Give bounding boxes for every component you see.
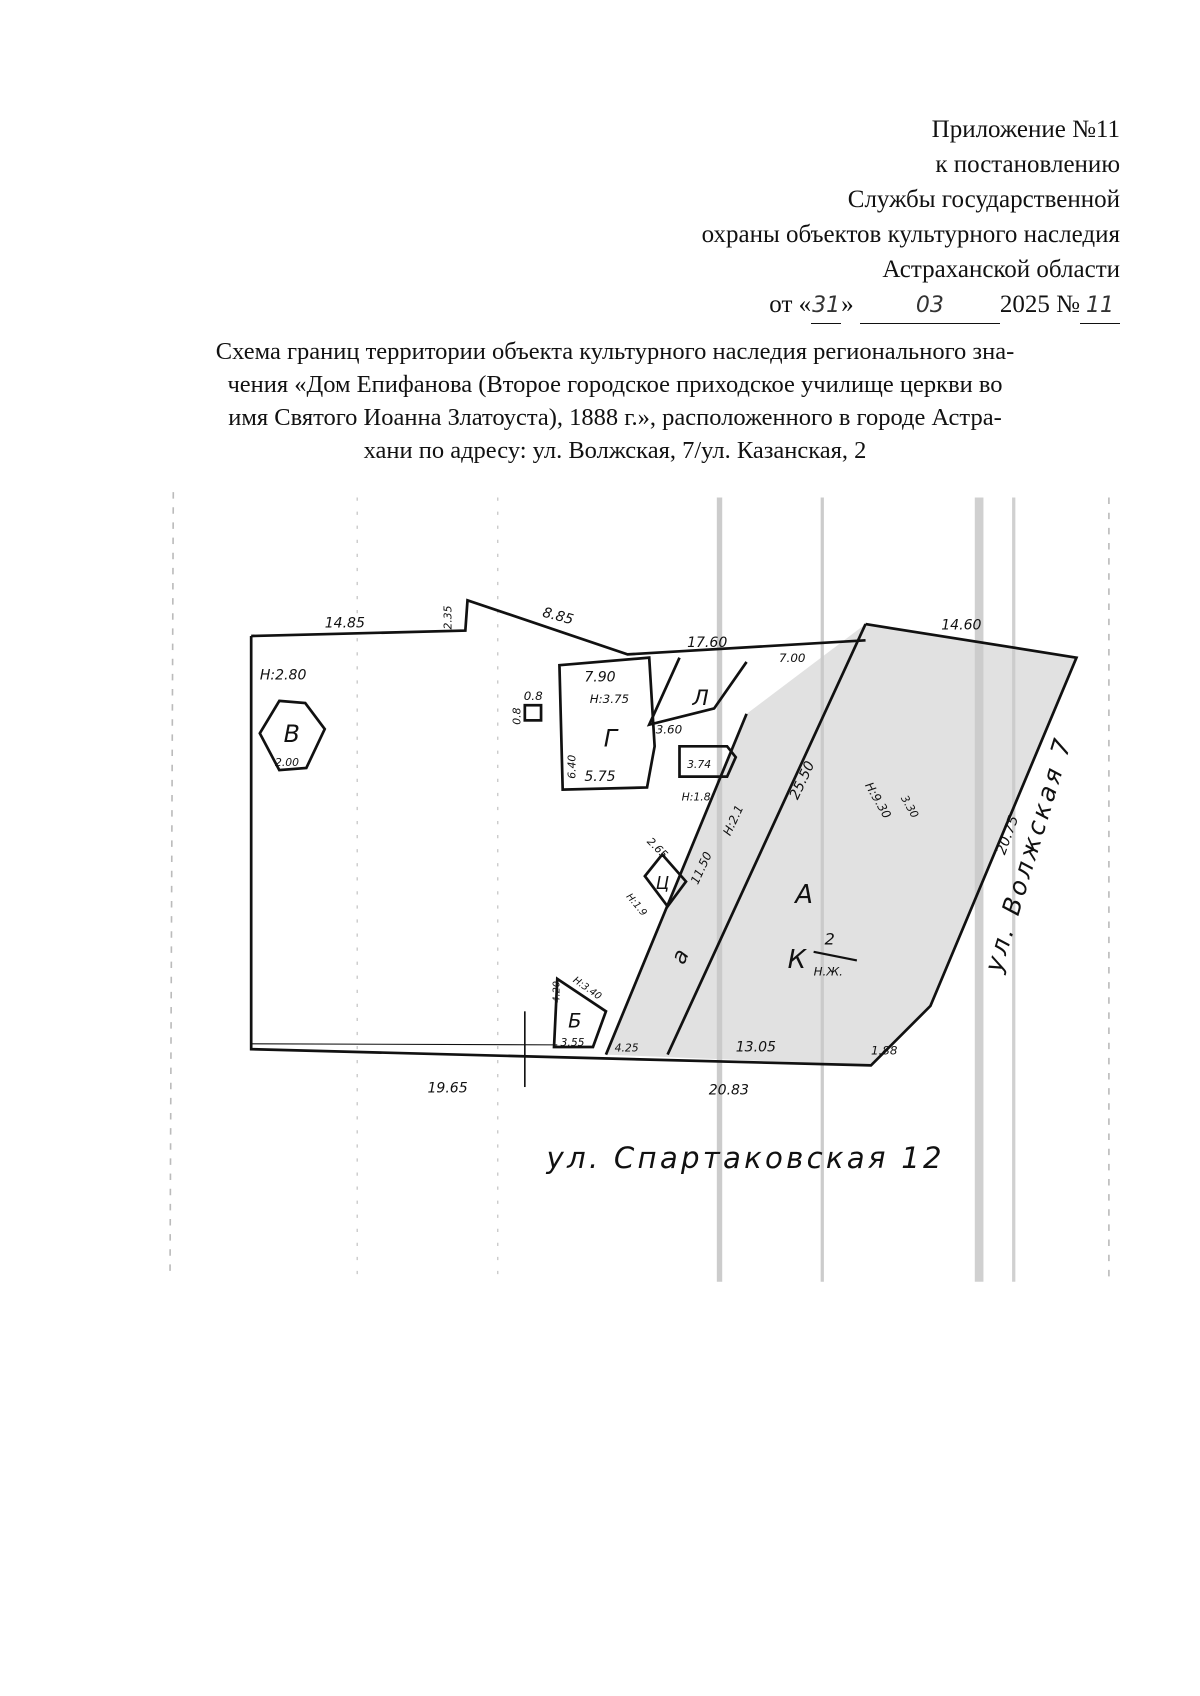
scheme-title: Схема границ территории объекта культурн… [150, 335, 1080, 467]
g-side: 6.40 [566, 755, 579, 779]
b-bottom: 3.55 [561, 1036, 585, 1049]
letter-g: Г [604, 724, 619, 752]
g-top: 7.90 [584, 669, 615, 685]
building-b-outline [552, 976, 608, 1049]
dim-top-right: 14.60 [941, 618, 981, 634]
header-line: Службы государственной [847, 186, 1120, 213]
letter-k: К [788, 945, 808, 975]
doc-number: 11 [1080, 288, 1120, 324]
date-month: 03 [859, 288, 1000, 324]
boundary [249, 598, 1079, 1088]
g-bottom: 5.75 [584, 769, 615, 785]
street-spartakovskaya: ул. Спартаковская 12 [545, 1141, 944, 1175]
date-prefix: от « [769, 291, 812, 318]
dim-top-mid: 17.60 [687, 635, 727, 651]
title-line: хани по адресу: ул. Волжская, 7/ул. Каза… [363, 437, 867, 464]
letter-b: Б [568, 1010, 581, 1033]
b-strip: 4.25 [615, 1041, 639, 1054]
letter-a-main: А [793, 880, 813, 910]
small-box-outline [523, 703, 543, 722]
small-box-side: 0.8 [511, 707, 524, 724]
letter-l: Л [691, 686, 708, 711]
dim-bottom-right: 13.05 [736, 1039, 776, 1055]
letter-ts: Ц [656, 874, 669, 894]
title-line: Схема границ территории объекта культурн… [215, 338, 1015, 365]
annex-outline [678, 744, 738, 778]
appendix-header: Приложение №11 к постановлению Службы го… [702, 112, 1120, 324]
dim-corner: 1.88 [871, 1044, 898, 1058]
small-box-top: 0.8 [524, 689, 543, 703]
letter-v: В [284, 720, 300, 748]
k-num: 2 [824, 929, 834, 948]
header-line: охраны объектов культурного наследия [701, 221, 1120, 248]
building-ts-outline [643, 852, 688, 909]
g-height: Н:3.75 [590, 692, 629, 706]
dim-slope: 8.85 [541, 605, 575, 629]
annex-height: Н:1.8 [682, 790, 711, 803]
date-year: 2025 № [999, 291, 1080, 318]
v-height: Н:2.80 [260, 667, 307, 683]
building-g-outline [558, 656, 656, 791]
dim-top-left: 14.85 [325, 615, 365, 631]
header-line: Приложение №11 [931, 116, 1120, 143]
header-line: Астраханской области [882, 256, 1120, 283]
building-v-outline [258, 699, 327, 772]
ts-height: Н:1.9 [624, 892, 649, 919]
k-den: Н.Ж. [814, 965, 843, 979]
b-side: 4.20 [551, 981, 562, 1003]
date-day: 31 [811, 288, 842, 324]
date-mid: » [841, 291, 854, 318]
k-fraction-bar [813, 950, 858, 962]
header-line: к постановлению [935, 151, 1120, 178]
v-side: 2.00 [275, 756, 299, 769]
dim-bottom-total: 20.83 [709, 1083, 749, 1099]
title-line: чения «Дом Епифанова (Второе городское п… [227, 371, 1003, 398]
title-line: имя Святого Иоанна Златоуста), 1888 г.»,… [228, 404, 1002, 431]
ts-side: 2.65 [644, 835, 670, 861]
dim-inner-top: 7.00 [779, 651, 805, 665]
building-l-outline [646, 657, 748, 727]
annex-width: 3.74 [687, 758, 711, 771]
dim-step: 2.35 [441, 605, 454, 629]
l-side: 3.60 [656, 722, 682, 736]
shaded-main-building [605, 624, 1077, 1066]
dim-bottom-left: 19.65 [427, 1080, 467, 1096]
